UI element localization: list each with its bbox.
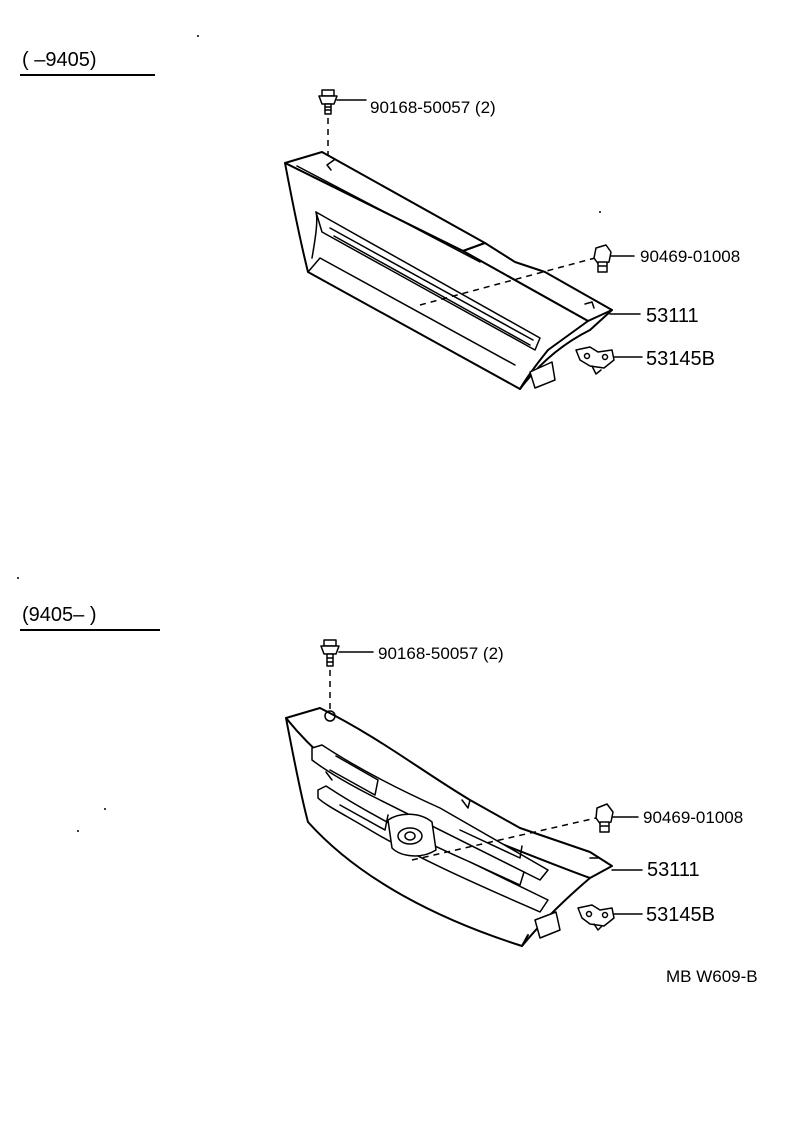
radiator-grille-upper xyxy=(284,151,613,390)
part-number-grille-upper: 53111 xyxy=(646,305,699,327)
bolt-icon xyxy=(318,89,338,115)
part-number-bracket-lower: 53145B xyxy=(646,904,715,926)
production-range-label-upper: ( –9405) xyxy=(22,49,97,71)
part-number-bolt-upper: 90168-50057 (2) xyxy=(370,98,496,117)
part-number-clip-nut-upper: 90469-01008 xyxy=(640,247,741,266)
bracket-clip-icon xyxy=(577,904,615,931)
range-underline-upper xyxy=(20,74,155,76)
clip-nut-icon xyxy=(595,803,614,833)
diagram-code: MB W609-B xyxy=(666,967,758,986)
part-number-bracket-upper: 53145B xyxy=(646,348,715,370)
range-underline-lower xyxy=(20,629,160,631)
part-number-clip-nut-lower: 90469-01008 xyxy=(643,808,744,827)
upper-assembly xyxy=(284,89,643,390)
clip-nut-icon xyxy=(593,244,612,273)
bolt-icon xyxy=(320,639,340,667)
part-number-grille-lower: 53111 xyxy=(647,859,700,881)
radiator-grille-lower xyxy=(285,707,613,947)
part-number-bolt-lower: 90168-50057 (2) xyxy=(378,644,504,663)
bracket-clip-icon xyxy=(575,346,615,375)
lower-assembly xyxy=(285,639,643,947)
production-range-label-lower: (9405– ) xyxy=(22,604,97,626)
